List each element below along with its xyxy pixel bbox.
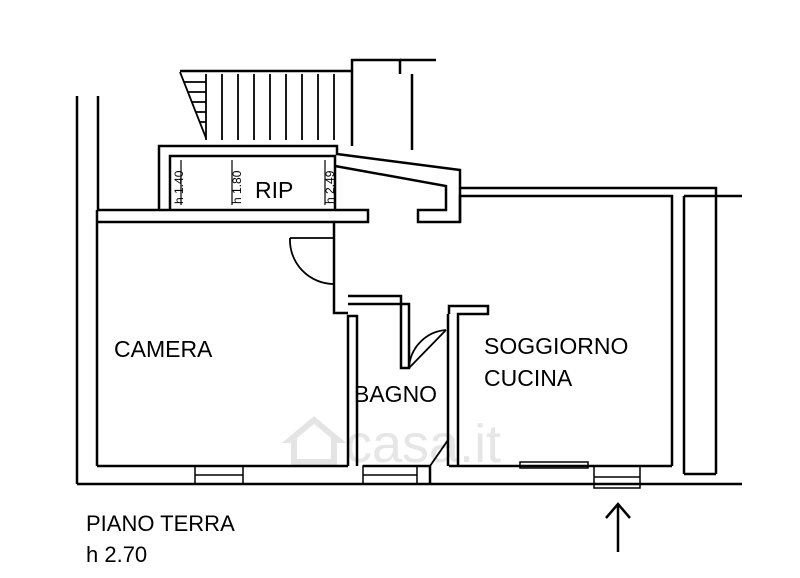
windows [194,461,641,489]
doors [289,237,449,467]
room-label-bagno: BAGNO [354,381,437,407]
walls [75,58,742,486]
room-label-soggiorno: SOGGIORNO [484,333,628,359]
floor-height: h 2.70 [86,542,147,567]
height-label-3: h 2.49 [323,170,337,204]
house-icon [281,416,347,465]
room-label-cucina: CUCINA [484,365,573,391]
room-label-camera: CAMERA [114,336,213,362]
up-arrow-icon [605,502,631,552]
watermark: casa.it [281,414,501,474]
height-label-1: h 1.40 [172,170,186,204]
staircase [179,71,335,140]
floor-name: PIANO TERRA [86,511,235,536]
height-label-2: h 1.80 [230,170,244,204]
watermark-text: casa.it [345,414,501,474]
room-label-rip: RIP [255,177,293,203]
height-markers [180,160,326,205]
